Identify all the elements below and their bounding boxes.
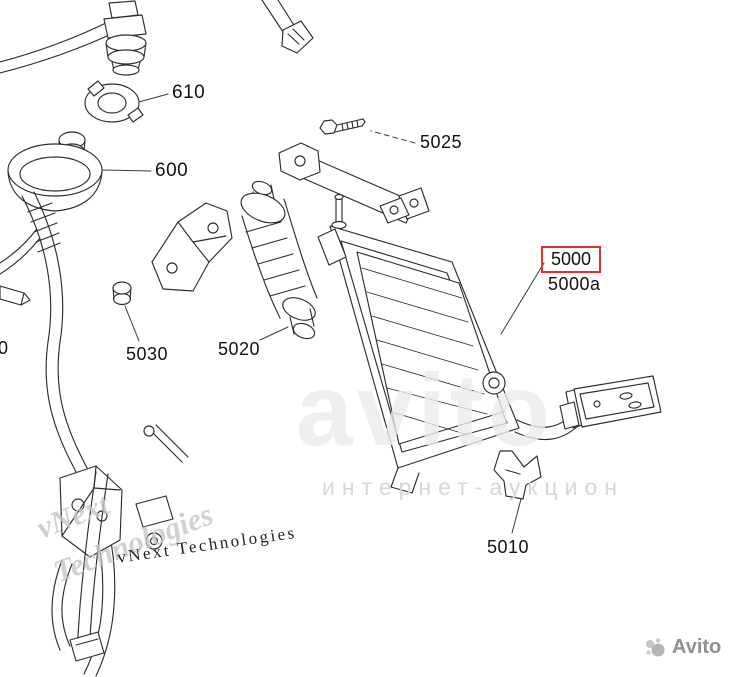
hose-left — [0, 191, 116, 677]
part-label-left-partial: 0 — [0, 338, 9, 358]
nut-5030 — [112, 281, 132, 306]
avito-logo: Avito — [644, 636, 721, 659]
harness-connector-right — [514, 375, 662, 441]
bracket-5010 — [493, 450, 542, 500]
part-label-5000-highlighted: 5000 — [541, 246, 602, 273]
leader-lines — [101, 93, 545, 534]
part-label-600: 600 — [155, 160, 189, 181]
part-label-5030: 5030 — [126, 344, 169, 364]
clip-top-middle — [261, 0, 314, 54]
cap-knob-600 — [7, 131, 103, 212]
cable-top-left — [0, 19, 119, 74]
bracket-5020 — [151, 202, 233, 292]
part-label-5010: 5010 — [487, 537, 530, 557]
solenoid-cylinder — [240, 180, 318, 340]
part-label-5025: 5025 — [420, 132, 463, 152]
avito-logo-icon — [646, 637, 665, 656]
clamp-ring-610 — [84, 80, 144, 123]
main-frame-ecu-5000 — [317, 197, 520, 494]
connector-top — [103, 0, 147, 76]
part-label-5000a: 5000a — [548, 274, 601, 294]
part-label-5020: 5020 — [218, 339, 261, 359]
avito-logo-text: Avito — [672, 636, 722, 658]
bottom-left-assembly — [51, 424, 189, 662]
part-label-610: 610 — [172, 82, 206, 103]
bolt-5025 — [319, 118, 366, 135]
